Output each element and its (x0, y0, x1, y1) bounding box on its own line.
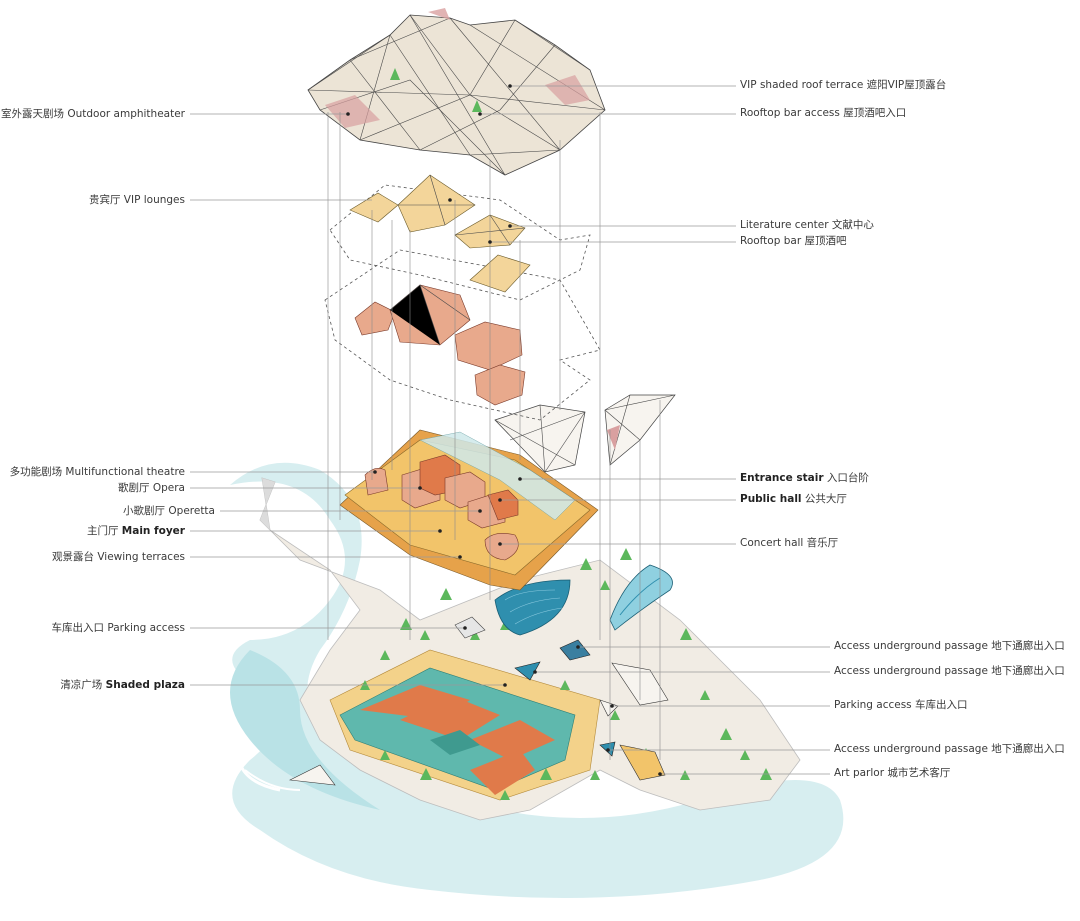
label-access-passage-1: Access underground passage 地下通廊出入口 (834, 640, 1065, 652)
leader-dots (346, 84, 662, 776)
faceted-roof (307, 8, 606, 176)
label-vip-lounges: 贵宾厅 VIP lounges (88, 194, 185, 206)
label-parking-access-right: Parking access 车库出入口 (834, 699, 968, 711)
label-main-foyer-cn: 主门厅 (86, 525, 119, 537)
label-literature-center: Literature center 文献中心 (740, 219, 874, 231)
label-entrance-stair-cn: 入口台阶 (826, 472, 869, 484)
water-body (230, 462, 844, 898)
label-access-passage-2: Access underground passage 地下通廊出入口 (834, 665, 1065, 677)
label-rooftop-bar-access: Rooftop bar access 屋顶酒吧入口 (740, 107, 907, 119)
shaded-plaza (329, 649, 601, 801)
label-public-hall: Public hall 公共大厅 (740, 493, 847, 506)
label-multifunctional-theatre: 多功能剧场 Multifunctional theatre (9, 466, 185, 478)
label-shaded-plaza-cn: 清凉广场 (60, 679, 103, 691)
label-shaded-plaza-en: Shaded plaza (105, 679, 185, 691)
label-public-hall-cn: 公共大厅 (804, 493, 847, 505)
podium-level (339, 429, 599, 591)
projection-lines (327, 112, 661, 760)
label-entrance-stair: Entrance stair 入口台阶 (740, 472, 869, 485)
vip-lounges (349, 174, 531, 293)
label-shaded-plaza: 清凉广场 Shaded plaza (60, 679, 185, 692)
label-vip-roof-terrace: VIP shaded roof terrace 遮阳VIP屋顶露台 (740, 79, 947, 91)
leader-lines (190, 85, 830, 775)
label-entrance-stair-en: Entrance stair (740, 472, 824, 484)
label-operetta: 小歌剧厅 Operetta (123, 505, 215, 517)
label-outdoor-amphitheater: 室外露天剧场 Outdoor amphitheater (0, 108, 185, 120)
label-art-parlor: Art parlor 城市艺术客厅 (834, 767, 951, 779)
label-viewing-terraces: 观景露台 Viewing terraces (52, 551, 185, 563)
trees (360, 548, 772, 800)
concert-shells (494, 564, 673, 636)
label-main-foyer-en: Main foyer (121, 525, 185, 537)
label-rooftop-bar: Rooftop bar 屋顶酒吧 (740, 235, 847, 247)
label-parking-access-left: 车库出入口 Parking access (51, 622, 186, 634)
label-access-passage-3: Access underground passage 地下通廊出入口 (834, 743, 1065, 755)
label-public-hall-en: Public hall (740, 493, 802, 505)
site-pavilions (288, 616, 669, 786)
label-opera: 歌剧厅 Opera (118, 482, 185, 494)
label-concert-hall: Concert hall 音乐厅 (740, 537, 839, 549)
auditorium-volumes (354, 284, 526, 406)
label-main-foyer: 主门厅 Main foyer (87, 525, 185, 538)
